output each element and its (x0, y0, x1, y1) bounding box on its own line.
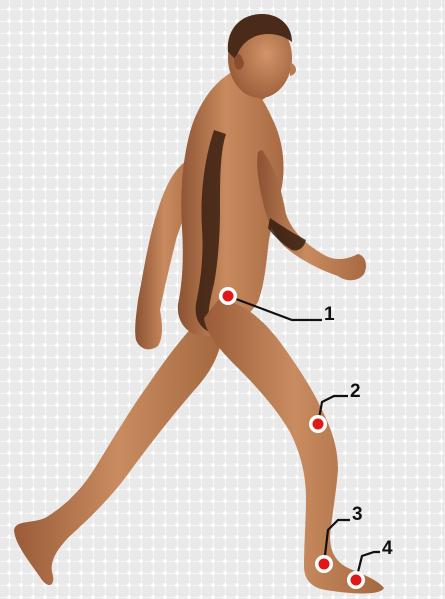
marker-4-label: 4 (382, 538, 393, 559)
marker-1-label: 1 (324, 304, 335, 325)
marker-1-dot (223, 291, 234, 302)
marker-3-dot (319, 559, 330, 570)
marker-4-dot (351, 575, 362, 586)
marker-2-label: 2 (350, 381, 361, 402)
front-leg (204, 300, 384, 594)
nose (290, 62, 296, 76)
marker-2-dot (313, 419, 324, 430)
marker-3-label: 3 (352, 504, 363, 525)
back-leg (14, 318, 222, 585)
